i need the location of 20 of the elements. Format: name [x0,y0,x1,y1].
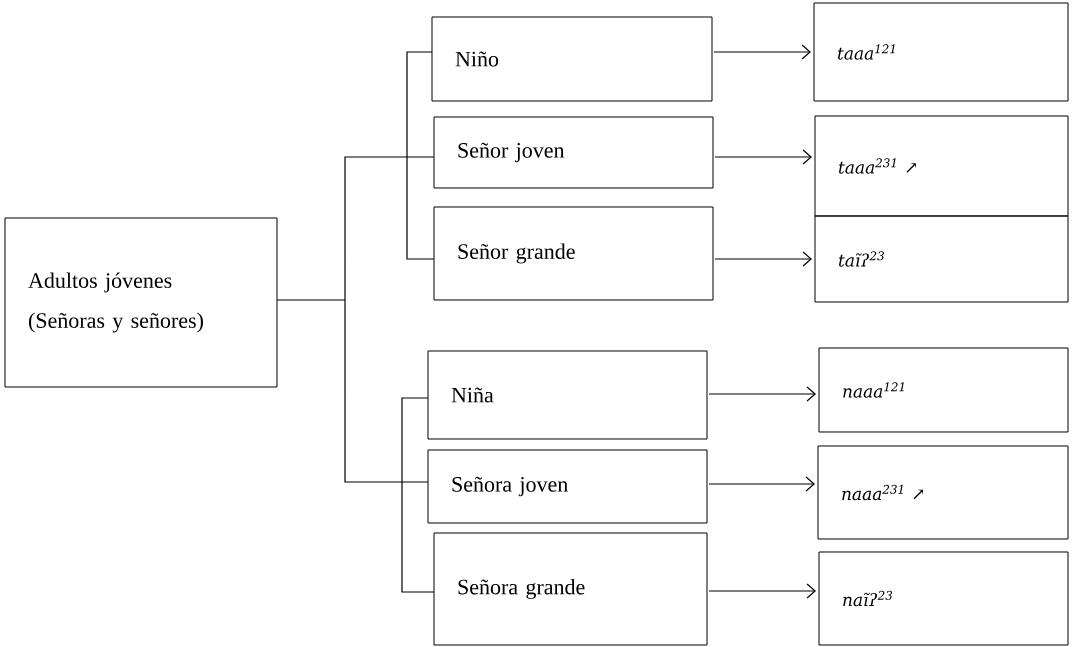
category-box: Señor joven [433,116,714,189]
arrow [708,476,815,492]
value-box: naĩʔ$^{23}$ [818,551,1069,646]
category-box: Niño [431,16,713,102]
group-box: Adultos jóvenes (Señoras y señores) [4,217,278,388]
arrow [708,583,816,599]
value-box: taaa$^{231}$ ↗ [814,115,1069,217]
arrow [713,44,811,60]
arrow [708,386,816,402]
category-box: Niña [427,350,708,440]
value-box: naaa$^{121}$ [818,347,1069,433]
tree-connector [276,51,435,593]
arrow [714,149,812,165]
value-box: naaa$^{231}$ ↗ [817,445,1069,540]
value-box: taĩʔ$^{23}$ [814,215,1069,303]
category-box: Señor grande [433,206,714,301]
category-box: Señora grande [433,532,708,646]
category-box: Señora joven [427,449,708,524]
value-box: taaa$^{121}$ [813,2,1069,102]
arrow [714,251,812,267]
